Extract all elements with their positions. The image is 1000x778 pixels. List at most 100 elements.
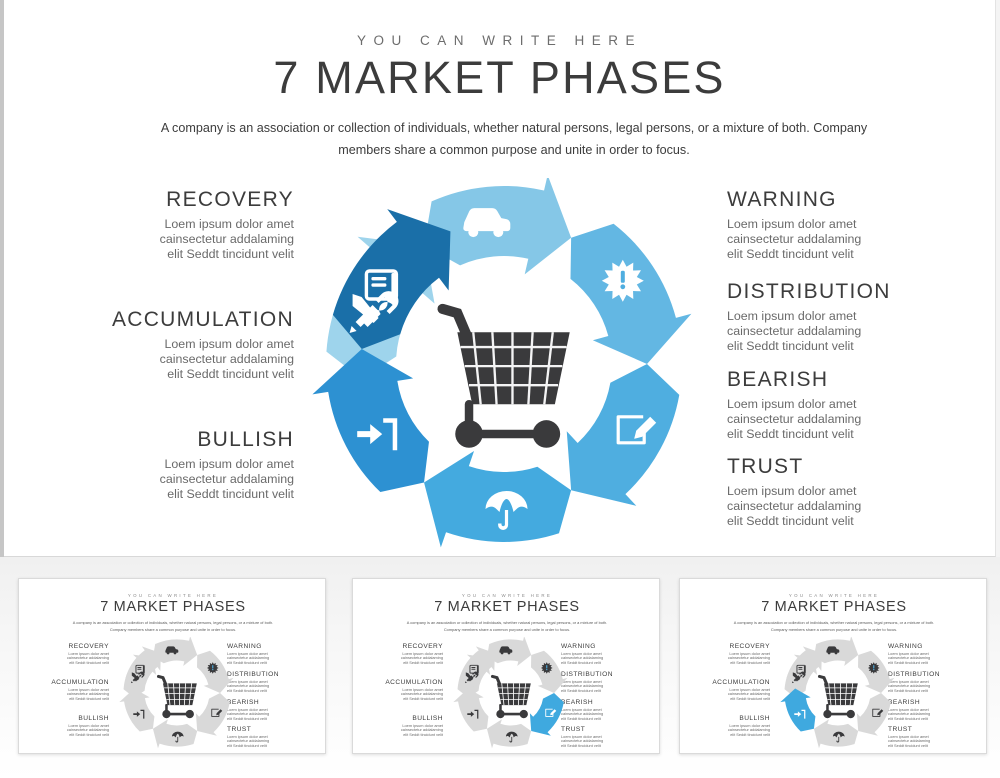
phase-label-accumulation[interactable]: ACCUMULATION Loem ipsum dolor amet cains…	[44, 308, 294, 383]
cycle-segment-bearish[interactable]	[195, 693, 230, 736]
thumbnail-content: YOU CAN WRITE HERE 7 MARKET PHASES A com…	[353, 579, 659, 753]
slide-eyebrow: YOU CAN WRITE HERE	[356, 33, 642, 48]
phase-heading: WARNING	[727, 188, 837, 211]
book-icon	[796, 664, 806, 674]
phase-body: Loem ipsum dolor amet cainsectetur addal…	[159, 217, 294, 262]
phase-body: Loem ipsum dolor amet cainsectetur addal…	[727, 217, 862, 262]
thumbnail-strip: YOU CAN WRITE HERE 7 MARKET PHASES A com…	[0, 557, 1000, 778]
cycle-segment-bullish[interactable]	[312, 349, 429, 493]
alert-burst-icon	[601, 259, 644, 302]
car-icon	[463, 208, 511, 238]
phase-heading: RECOVERY	[166, 188, 294, 211]
thumbnail-content: YOU CAN WRITE HERE 7 MARKET PHASES A com…	[680, 579, 986, 753]
thumb-subtitle: A company is an association or collectio…	[733, 620, 935, 632]
phase-heading: DISTRIBUTION	[727, 280, 891, 303]
umbrella-icon	[485, 491, 528, 530]
book-icon	[135, 664, 145, 674]
thumbnail-content: YOU CAN WRITE HERE 7 MARKET PHASES A com…	[19, 579, 325, 753]
tools-icon	[791, 671, 806, 684]
thumb-title: 7 MARKET PHASES	[434, 599, 580, 615]
thumb-subtitle: A company is an association or collectio…	[406, 620, 608, 632]
thumb-cycle-diagram	[776, 636, 900, 749]
login-icon	[133, 709, 145, 719]
book-icon	[364, 269, 399, 301]
phase-label-trust[interactable]: TRUST Loem ipsum dolor amet cainsectetur…	[727, 455, 977, 530]
thumb-eyebrow: YOU CAN WRITE HERE	[127, 593, 219, 598]
thumb-eyebrow: YOU CAN WRITE HERE	[788, 593, 880, 598]
edit-icon	[545, 708, 557, 717]
cycle-segment-bearish[interactable]	[529, 693, 564, 736]
thumb-eyebrow: YOU CAN WRITE HERE	[461, 593, 553, 598]
thumb-title: 7 MARKET PHASES	[100, 599, 246, 615]
cycle-segment-bullish[interactable]	[453, 688, 489, 732]
cycle-segment-bearish[interactable]	[856, 693, 891, 736]
cycle-diagram-svg	[312, 174, 692, 548]
phase-body: Loem ipsum dolor amet cainsectetur addal…	[727, 484, 862, 529]
cycle-segment-bearish[interactable]	[566, 364, 680, 506]
alert-burst-icon	[206, 662, 219, 674]
slide-subtitle: A company is an association or collectio…	[160, 121, 868, 157]
edit-icon	[616, 415, 657, 445]
login-icon	[794, 709, 806, 719]
phase-body: Loem ipsum dolor amet cainsectetur addal…	[727, 309, 862, 354]
edit-icon	[211, 708, 223, 717]
thumb-cycle-diagram	[115, 636, 239, 749]
phase-label-distribution[interactable]: DISTRIBUTION Loem ipsum dolor amet cains…	[727, 280, 977, 355]
thumbnail-slide-3[interactable]: YOU CAN WRITE HERE 7 MARKET PHASES A com…	[679, 578, 987, 754]
login-icon	[357, 418, 398, 451]
phase-heading: BEARISH	[727, 368, 829, 391]
login-icon	[467, 709, 479, 719]
umbrella-icon	[832, 731, 845, 743]
cycle-diagram[interactable]	[304, 174, 704, 550]
thumb-subtitle: A company is an association or collectio…	[72, 620, 274, 632]
left-edge-strip	[0, 0, 4, 557]
phase-label-bullish[interactable]: BULLISH Loem ipsum dolor amet cainsectet…	[44, 428, 294, 503]
cycle-segment-bullish[interactable]	[119, 688, 155, 732]
thumbnail-slide-1[interactable]: YOU CAN WRITE HERE 7 MARKET PHASES A com…	[18, 578, 326, 754]
shopping-cart-icon	[437, 303, 570, 448]
thumbnail-slide-2[interactable]: YOU CAN WRITE HERE 7 MARKET PHASES A com…	[352, 578, 660, 754]
thumb-title: 7 MARKET PHASES	[761, 599, 907, 615]
phase-label-recovery[interactable]: RECOVERY Loem ipsum dolor amet cainsecte…	[44, 188, 294, 263]
phase-label-warning[interactable]: WARNING Loem ipsum dolor amet cainsectet…	[727, 188, 977, 263]
book-icon	[469, 664, 479, 674]
cycle-segment-bullish[interactable]	[780, 688, 816, 732]
car-icon	[499, 646, 513, 655]
phase-body: Loem ipsum dolor amet cainsectetur addal…	[159, 337, 294, 382]
edit-icon	[872, 708, 884, 717]
main-slide[interactable]: YOU CAN WRITE HERE 7 MARKET PHASES A com…	[4, 0, 996, 557]
alert-burst-icon	[867, 662, 880, 674]
umbrella-icon	[505, 731, 518, 743]
phase-body: Loem ipsum dolor amet cainsectetur addal…	[727, 397, 862, 442]
umbrella-icon	[171, 731, 184, 743]
tools-icon	[130, 671, 145, 684]
phase-body: Loem ipsum dolor amet cainsectetur addal…	[159, 457, 294, 502]
phase-heading: TRUST	[727, 455, 804, 478]
alert-burst-icon	[540, 662, 553, 674]
phase-label-bearish[interactable]: BEARISH Loem ipsum dolor amet cainsectet…	[727, 368, 977, 443]
phase-heading: ACCUMULATION	[111, 308, 294, 331]
phase-heading: BULLISH	[197, 428, 294, 451]
cycle-icon-group	[349, 208, 657, 530]
tools-icon	[464, 671, 479, 684]
